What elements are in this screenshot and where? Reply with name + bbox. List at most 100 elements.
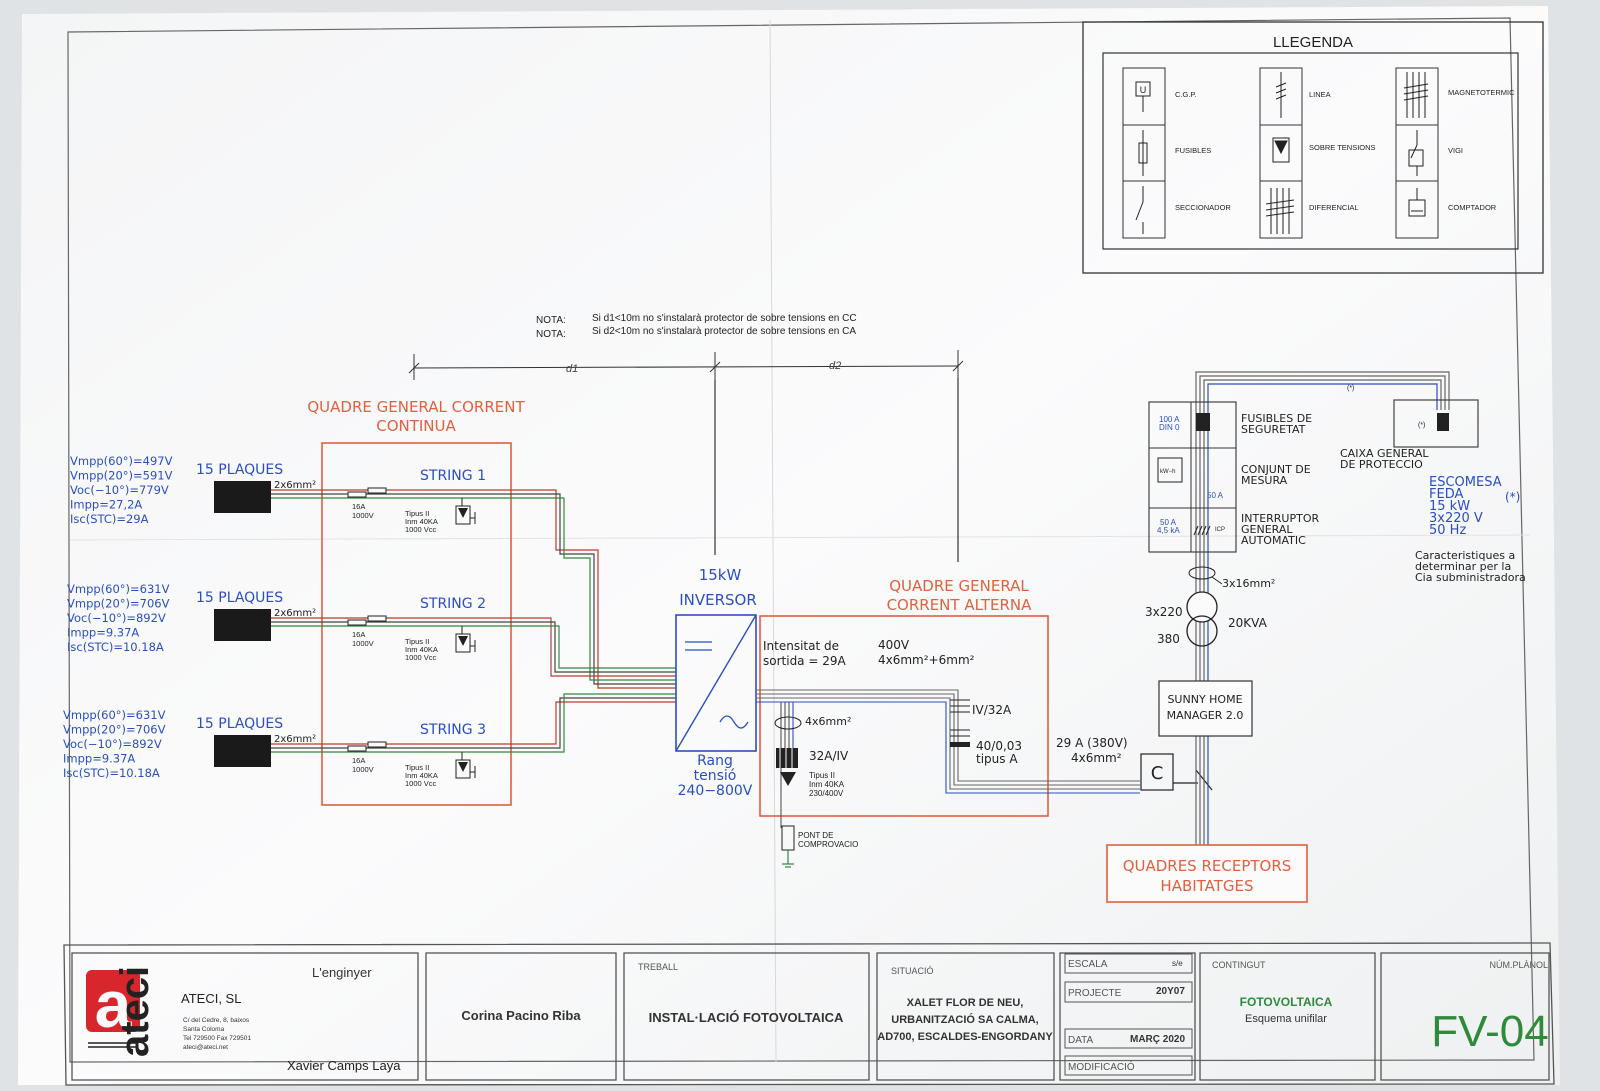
note-text-ca: Si d2<10m no s'instalarà protector de so… xyxy=(592,326,856,337)
client-name: Corina Pacino Riba xyxy=(461,1008,581,1023)
pv-panel-block xyxy=(214,735,271,767)
string-spec: Vmpp(60°)=631V xyxy=(63,708,166,722)
string-spec: Voc(−10°)=779V xyxy=(70,483,169,497)
meter-set-label: CONJUNT DE xyxy=(1241,463,1311,476)
pv-panel-block xyxy=(214,481,271,513)
string-spec: Vmpp(20°)=706V xyxy=(63,723,166,737)
projecte-value: 20Y07 xyxy=(1156,986,1185,997)
string-label: STRING 1 xyxy=(420,468,486,484)
string-spec: Impp=9.37A xyxy=(67,626,139,640)
cgp-icon: U xyxy=(1135,81,1151,112)
string-label: STRING 3 xyxy=(420,722,486,738)
ac-panel-title: QUADRE GENERAL xyxy=(889,577,1029,595)
logo-wordmark: ateci xyxy=(113,966,157,1057)
fuse-icon xyxy=(367,487,387,494)
fuse-label: SEGURETAT xyxy=(1241,423,1306,436)
breaker-icon xyxy=(1403,72,1429,118)
plaques-label: 15 PLAQUES xyxy=(196,716,283,732)
legend-label-cgp: C.G.P. xyxy=(1175,90,1197,99)
legend-label-surge: SOBRE TENSIONS xyxy=(1309,143,1376,152)
supply-frequency: 50 Hz xyxy=(1429,523,1466,538)
fuse-icon xyxy=(347,491,367,498)
supply-voltage: 3x220 V xyxy=(1429,511,1483,526)
string-spec: Impp=27,2A xyxy=(70,498,142,512)
ground-label: COMPROVACIO xyxy=(798,840,858,849)
igm-rating: 4,5 kA xyxy=(1157,526,1180,535)
situacio-value: URBANITZACIÓ SA CALMA, xyxy=(891,1013,1038,1026)
pv-panel-block xyxy=(214,609,271,641)
manager-label: MANAGER 2.0 xyxy=(1167,709,1244,722)
string-cable: 2x6mm² xyxy=(274,608,316,619)
differential-icon xyxy=(1265,188,1295,234)
spd-rating: Inm 40KA xyxy=(405,645,438,654)
string-spec: Vmpp(20°)=706V xyxy=(67,597,170,611)
string-spec: Isc(STC)=10.18A xyxy=(67,640,164,654)
engineer-label: L'enginyer xyxy=(312,965,372,980)
spd-rating: Inm 40KA xyxy=(405,517,438,526)
legend-label-differential: DIFERENCIAL xyxy=(1309,203,1359,212)
legend-label-meter: COMPTADOR xyxy=(1448,203,1497,212)
fuse-voltage: 1000V xyxy=(352,511,374,520)
legend-label-fuses: FUSIBLES xyxy=(1175,146,1211,155)
igm-label: AUTOMATIC xyxy=(1241,534,1306,547)
company-address: Santa Coloma xyxy=(183,1026,225,1033)
line-mark: (*) xyxy=(1347,385,1354,392)
transformer: 3x16mm² 3x220 380 20KVA xyxy=(1145,566,1275,647)
legend-label-line: LINEA xyxy=(1309,90,1331,99)
legend: LLEGENDA U xyxy=(1082,21,1544,274)
ac-spd-spec: Tipus II xyxy=(809,771,835,780)
ac-spd-breaker: 32A/IV xyxy=(809,749,849,763)
ac-rcd: 40/0,03 xyxy=(976,739,1022,753)
grid-cabinet: 100 A DIN 0 kW−h 50 A 50 A 4,5 kA ICP FU… xyxy=(1148,401,1319,553)
escala-label: ESCALA xyxy=(1068,959,1108,970)
ac-output-current: sortida = 29A xyxy=(763,654,846,668)
company-email: ateci@ateci.net xyxy=(183,1044,228,1051)
fuse-rating: 100 A DIN 0 xyxy=(1159,415,1181,432)
plano-label: NÚM.PLÀNOL xyxy=(1489,960,1548,970)
treball-label: TREBALL xyxy=(638,962,678,972)
fuse-icon xyxy=(1138,130,1148,176)
ac-main-breaker: IV/32A xyxy=(972,703,1012,717)
supply-mark: (*) xyxy=(1505,490,1520,504)
ac-voltage: 400V xyxy=(878,638,910,652)
title-block: a ateci ATECI, SL C/ del Cedre, 8, baixo… xyxy=(63,942,1555,1086)
inverter-range: Rang xyxy=(697,753,733,769)
icp-label: ICP xyxy=(1215,527,1225,533)
cgp-box: (*) (*) CAIXA GENERAL DE PROTECCIO xyxy=(1340,385,1479,471)
meter-label: C xyxy=(1151,763,1164,784)
transformer-voltage: 380 xyxy=(1157,632,1180,646)
receivers-title: HABITATGES xyxy=(1160,877,1253,895)
note-text-cc: Si d1<10m no s'instalarà protector de so… xyxy=(592,313,857,324)
ac-output-current: Intensitat de xyxy=(763,639,839,653)
cgp-label: CAIXA GENERAL xyxy=(1340,447,1429,460)
surge-symbol xyxy=(458,762,468,772)
ac-panel-title: CORRENT ALTERNA xyxy=(887,596,1033,614)
contingut-value: FOTOVOLTAICA xyxy=(1240,995,1333,1009)
manager-label: SUNNY HOME xyxy=(1167,693,1242,706)
svg-text:a: a xyxy=(95,967,133,1041)
legend-title: LLEGENDA xyxy=(1273,34,1353,51)
dc-panel-title: QUADRE GENERAL CORRENT xyxy=(307,398,525,416)
supply-power: 15 kW xyxy=(1429,499,1470,514)
fuse-icon xyxy=(347,619,367,626)
fuse-rating: 16A xyxy=(352,630,365,639)
string-spec: Vmpp(20°)=591V xyxy=(70,469,173,483)
company-logo: a ateci xyxy=(86,966,157,1057)
inverter-label: INVERSOR xyxy=(679,591,757,609)
receivers-box: QUADRES RECEPTORS HABITATGES xyxy=(1106,844,1308,903)
fuse-rating: 16A xyxy=(352,502,365,511)
inverter-range: tensió xyxy=(694,768,737,784)
meter-set-label: MESURA xyxy=(1241,474,1288,487)
fuse-label: FUSIBLES DE xyxy=(1241,412,1312,425)
igm-rating: 50 A xyxy=(1207,491,1224,500)
ground-label: PONT DE xyxy=(798,831,833,840)
dimension-d2: d2 xyxy=(829,360,841,372)
fuse-icon xyxy=(367,615,387,622)
dimension-lines xyxy=(408,350,964,562)
vigi-icon xyxy=(1408,130,1424,176)
transformer-power: 20KVA xyxy=(1228,616,1268,630)
ac-rcd: tipus A xyxy=(976,752,1018,766)
ac-breakers: IV/32A 40/0,03 tipus A xyxy=(950,699,1022,766)
dc-bus xyxy=(511,489,676,753)
spd-type: Tipus II xyxy=(405,509,429,518)
